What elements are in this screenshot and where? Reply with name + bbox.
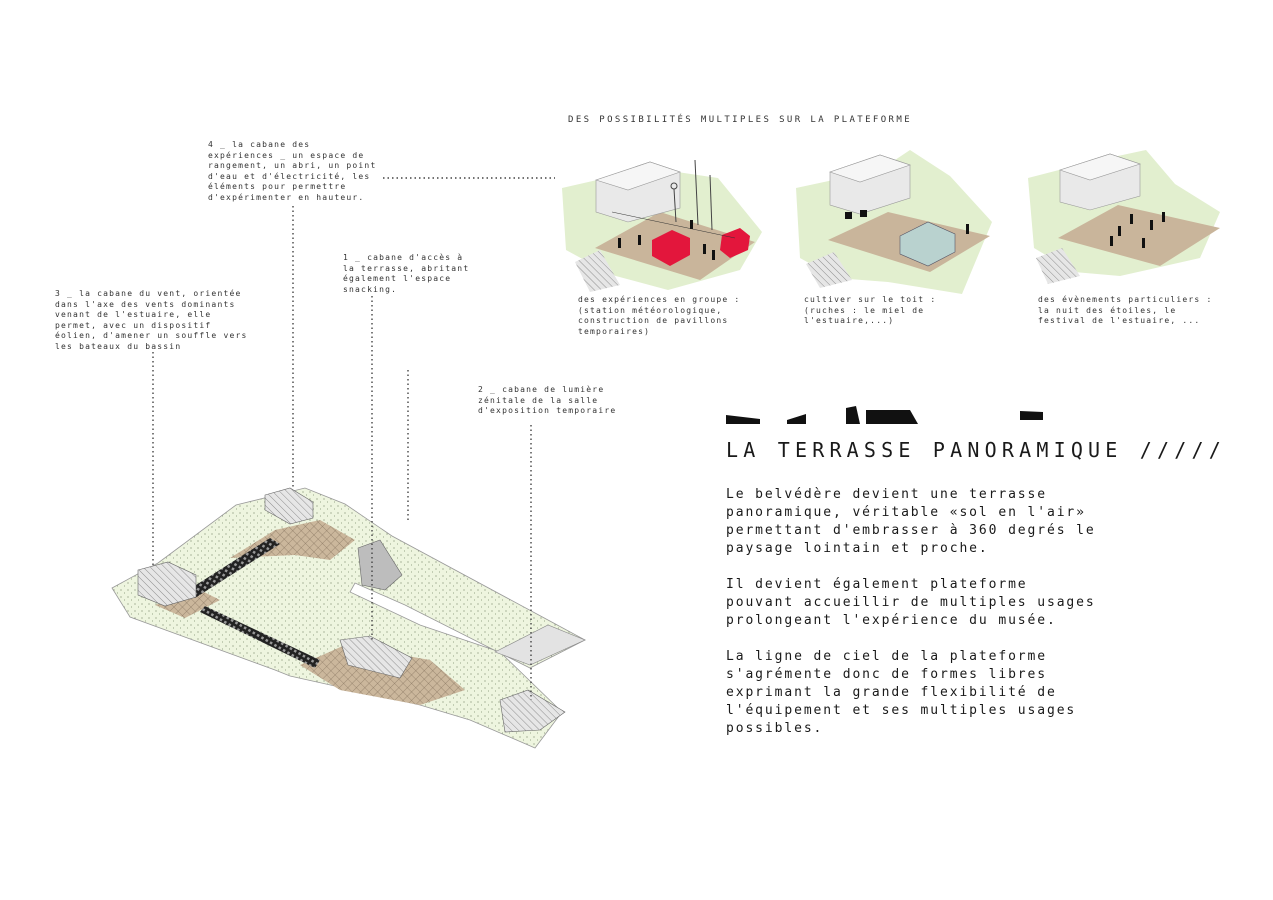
paragraph-2: Il devient également plateforme pouvant … bbox=[726, 577, 1096, 628]
paragraph-1: Le belvédère devient une terrasse panora… bbox=[726, 487, 1096, 556]
page-title: LA TERRASSE PANORAMIQUE ///// bbox=[726, 438, 1226, 462]
annotation-cabane-vent: 3 _ la cabane du vent, orientée dans l'a… bbox=[55, 289, 248, 351]
possibilities-title: DES POSSIBILITÉS MULTIPLES SUR LA PLATEF… bbox=[568, 115, 913, 125]
skyline-silhouettes bbox=[726, 406, 1043, 424]
annotation-cabane-lumiere: 2 _ cabane de lumière zénitale de la sal… bbox=[478, 385, 617, 415]
paragraph-3: La ligne de ciel de la plateforme s'agré… bbox=[726, 649, 1077, 736]
annotation-cabane-acces: 1 _ cabane d'accès à la terrasse, abrita… bbox=[343, 253, 470, 294]
scenario-1-drawing bbox=[562, 159, 762, 292]
annotation-cabane-experiences: 4 _ la cabane des expériences _ un espac… bbox=[208, 140, 377, 202]
scenario-2-drawing bbox=[796, 150, 992, 294]
scenario-1-caption: des expériences en groupe : (station mét… bbox=[578, 295, 741, 336]
scenario-3-caption: des évènements particuliers : la nuit de… bbox=[1038, 295, 1213, 325]
scenario-2-caption: cultiver sur le toit : (ruches : le miel… bbox=[804, 295, 937, 325]
leader-lines bbox=[152, 177, 555, 700]
scenario-3-drawing bbox=[1028, 150, 1220, 284]
platform-axonometric bbox=[111, 487, 586, 749]
